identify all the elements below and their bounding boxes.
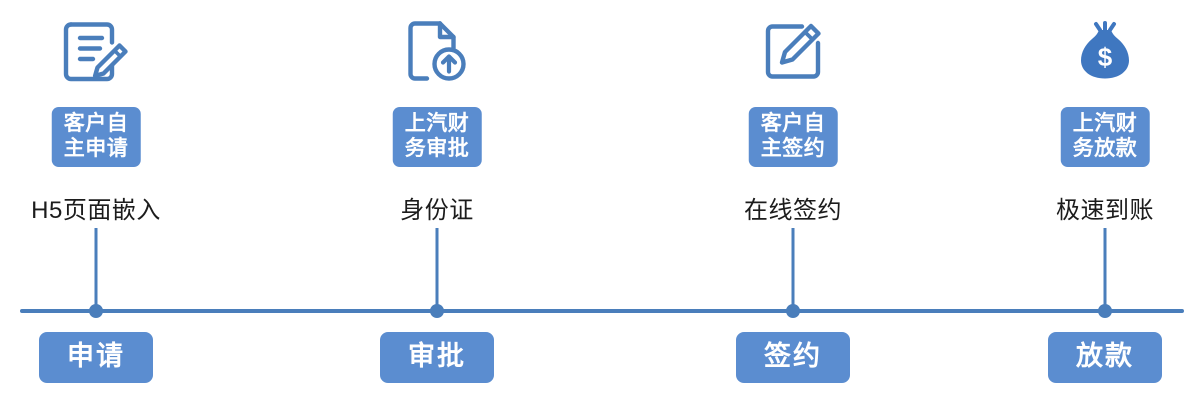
step-badge: 客户自 主签约 (748, 107, 838, 168)
svg-text:$: $ (1098, 42, 1113, 72)
money-bag-icon: $ (975, 14, 1200, 90)
step-badge-line-2: 主申请 (63, 136, 129, 160)
timeline-axis (20, 309, 1184, 313)
step-connector-line (435, 228, 439, 311)
step-badge-line-2: 务放款 (1072, 136, 1138, 160)
process-step-1: 客户自 主申请 H5页面嵌入 申请 (0, 0, 226, 405)
step-caption: 在线签约 (744, 197, 842, 224)
document-pencil-icon (0, 14, 226, 90)
timeline-node-dot (430, 304, 444, 318)
step-connector-line (1103, 228, 1107, 311)
step-badge: 客户自 主申请 (51, 107, 141, 168)
stage-button[interactable]: 签约 (736, 332, 850, 383)
step-caption: 身份证 (400, 197, 474, 224)
step-connector-line (791, 228, 795, 311)
document-upload-icon (307, 14, 567, 90)
process-step-2: 上汽财 务审批 身份证 审批 (307, 0, 567, 405)
step-badge-line-1: 客户自 (760, 112, 826, 135)
process-step-4: $ 上汽财 务放款 极速到账 放款 (975, 0, 1200, 405)
step-badge-line-1: 上汽财 (1072, 112, 1138, 135)
square-pencil-icon (663, 14, 923, 90)
timeline-node-dot (89, 304, 103, 318)
step-badge: 上汽财 务放款 (1060, 107, 1150, 168)
step-caption: H5页面嵌入 (31, 197, 161, 224)
step-badge-line-1: 上汽财 (404, 112, 470, 135)
timeline-node-dot (786, 304, 800, 318)
timeline-node-dot (1098, 304, 1112, 318)
step-caption: 极速到账 (1056, 197, 1154, 224)
step-connector-line (94, 228, 98, 311)
stage-button[interactable]: 放款 (1048, 332, 1162, 383)
step-badge-line-2: 主签约 (760, 136, 826, 160)
process-step-3: 客户自 主签约 在线签约 签约 (663, 0, 923, 405)
stage-button[interactable]: 申请 (39, 332, 153, 383)
step-badge: 上汽财 务审批 (392, 107, 482, 168)
step-badge-line-2: 务审批 (404, 136, 470, 160)
step-badge-line-1: 客户自 (63, 112, 129, 135)
stage-button[interactable]: 审批 (380, 332, 494, 383)
